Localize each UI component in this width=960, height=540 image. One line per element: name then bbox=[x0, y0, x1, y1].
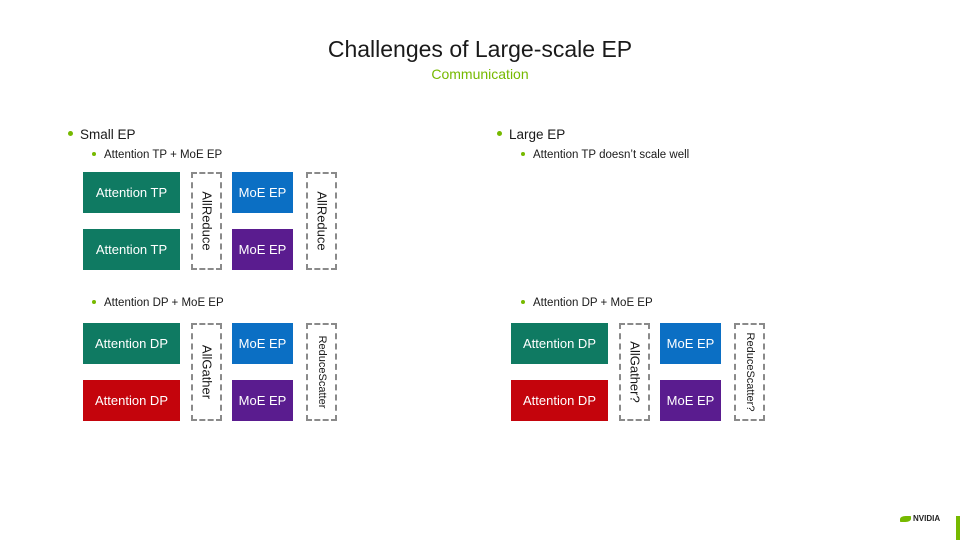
allgather-comm-box: AllGather bbox=[191, 323, 222, 421]
bullet-attn-tp-moe-ep: Attention TP + MoE EP bbox=[92, 149, 222, 161]
moe-ep-box-4: MoE EP bbox=[232, 380, 293, 421]
slide-subtitle: Communication bbox=[431, 66, 529, 82]
allgather-question-comm-box: AllGather? bbox=[619, 323, 650, 421]
bullet-large-ep: Large EP bbox=[497, 127, 565, 142]
attention-tp-box-2: Attention TP bbox=[83, 229, 180, 270]
bullet-dot-icon bbox=[92, 299, 96, 304]
attention-dp-box-2: Attention DP bbox=[83, 380, 180, 421]
moe-ep-box-6: MoE EP bbox=[660, 380, 721, 421]
attention-dp-box-4: Attention DP bbox=[511, 380, 608, 421]
bullet-attn-dp-moe-ep-left: Attention DP + MoE EP bbox=[92, 297, 224, 309]
attention-dp-box-3: Attention DP bbox=[511, 323, 608, 364]
moe-ep-box-3: MoE EP bbox=[232, 323, 293, 364]
bullet-dot-icon bbox=[68, 130, 73, 136]
attention-dp-box-1: Attention DP bbox=[83, 323, 180, 364]
bullet-dot-icon bbox=[521, 151, 525, 156]
allreduce-comm-box-1: AllReduce bbox=[191, 172, 222, 270]
reducescatter-comm-box: ReduceScatter bbox=[306, 323, 337, 421]
attention-tp-box-1: Attention TP bbox=[83, 172, 180, 213]
moe-ep-box-1: MoE EP bbox=[232, 172, 293, 213]
bullet-attn-dp-moe-ep-right: Attention DP + MoE EP bbox=[521, 297, 653, 309]
bullet-attn-tp-doesnt-scale: Attention TP doesn’t scale well bbox=[521, 149, 689, 161]
reducescatter-question-comm-box: ReduceScatter? bbox=[734, 323, 765, 421]
allreduce-comm-box-2: AllReduce bbox=[306, 172, 337, 270]
nvidia-eye-icon bbox=[900, 515, 911, 522]
bullet-dot-icon bbox=[521, 299, 525, 304]
moe-ep-box-5: MoE EP bbox=[660, 323, 721, 364]
accent-bar bbox=[956, 516, 960, 540]
slide-title: Challenges of Large-scale EP bbox=[327, 36, 633, 62]
moe-ep-box-2: MoE EP bbox=[232, 229, 293, 270]
bullet-dot-icon bbox=[497, 130, 502, 136]
bullet-dot-icon bbox=[92, 151, 96, 156]
bullet-small-ep: Small EP bbox=[68, 127, 136, 142]
nvidia-logo: NVIDIA bbox=[900, 514, 940, 523]
